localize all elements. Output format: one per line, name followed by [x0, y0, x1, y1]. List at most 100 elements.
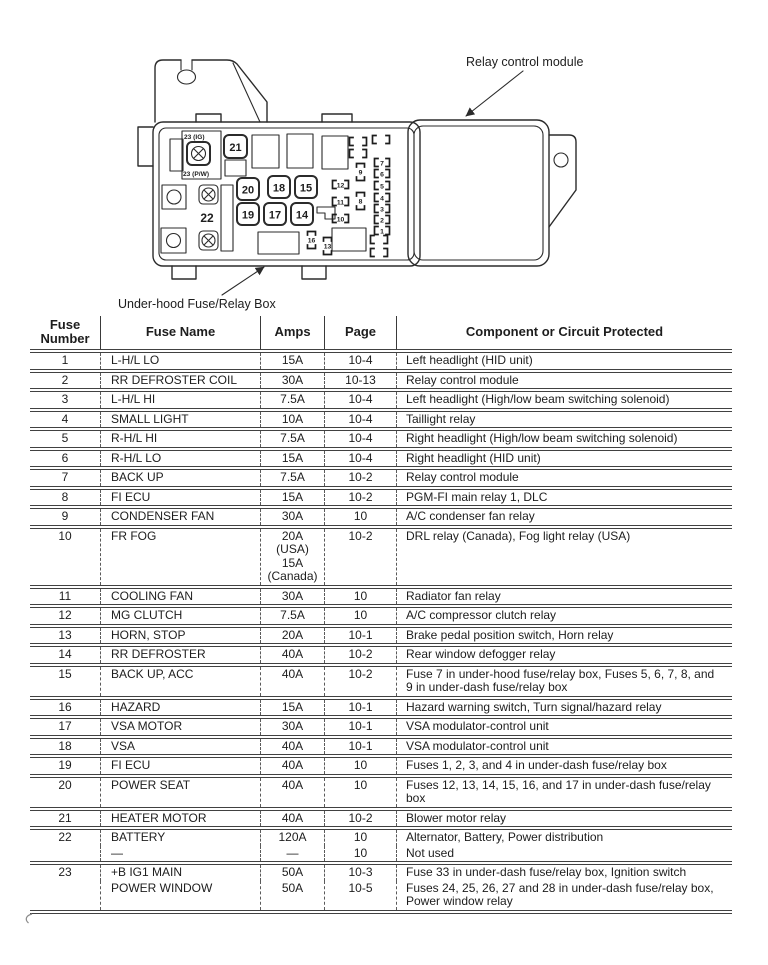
- cell-fuse-name: +B IG1 MAIN: [100, 865, 260, 881]
- svg-text:18: 18: [273, 183, 285, 195]
- table-row: 14 RR DEFROSTER 40A 10-2 Rear window def…: [30, 643, 732, 663]
- cell-fuse-name: FI ECU: [100, 489, 260, 505]
- cell-component: Brake pedal position switch, Horn relay: [396, 627, 732, 643]
- cell-component: Left headlight (High/low beam switching …: [396, 392, 732, 408]
- svg-text:9: 9: [359, 170, 363, 177]
- cell-page: 10: [324, 845, 396, 861]
- table-row: 8 FI ECU 15A 10-2 PGM-FI main relay 1, D…: [30, 485, 732, 505]
- cell-fuse-number: 9: [61, 509, 69, 523]
- cell-fuse-number: 5: [61, 431, 69, 445]
- table-row: 19 FI ECU 40A 10 Fuses 1, 2, 3, and 4 in…: [30, 754, 732, 774]
- fuse-table-body: 1 L-H/L LO 15A 10-4 Left headlight (HID …: [30, 349, 732, 910]
- cell-component: Rear window defogger relay: [396, 647, 732, 663]
- table-row: POWER WINDOW 50A 10-5 Fuses 24, 25, 26, …: [30, 880, 732, 910]
- cell-amps: 15A: [260, 353, 324, 369]
- cell-component: Not used: [396, 845, 732, 861]
- fuse-8: 8: [355, 191, 366, 211]
- fuse-table-header: Fuse Number Fuse Name Amps Page Componen…: [30, 316, 732, 349]
- cell-component: Fuse 33 in under-dash fuse/relay box, Ig…: [396, 865, 732, 881]
- svg-text:16: 16: [308, 238, 316, 245]
- cell-page: 10-2: [324, 810, 396, 826]
- table-row: 2 RR DEFROSTER COIL 30A 10-13 Relay cont…: [30, 368, 732, 388]
- cell-page: 10-4: [324, 392, 396, 408]
- cell-amps: 30A: [260, 509, 324, 525]
- fuse-20: 20: [236, 177, 260, 201]
- svg-text:5: 5: [380, 183, 384, 190]
- fuse-18: 18: [267, 175, 291, 199]
- header-page: Page: [324, 316, 396, 349]
- cell-amps: 20A (USA) 15A (Canada): [260, 528, 324, 585]
- table-row: 6 R-H/L LO 15A 10-4 Right headlight (HID…: [30, 446, 732, 466]
- cell-page: 10: [324, 777, 396, 807]
- cell-fuse-number: 10: [58, 528, 72, 543]
- cell-amps: 50A: [260, 880, 324, 910]
- fuse-10: 10: [331, 213, 350, 223]
- cell-fuse-number: 7: [61, 470, 69, 484]
- cell-page: 10: [324, 830, 396, 846]
- svg-text:2: 2: [380, 217, 384, 224]
- cell-component: Fuses 24, 25, 26, 27 and 28 in under-das…: [396, 880, 732, 910]
- cell-fuse-name: BATTERY: [100, 830, 260, 846]
- cell-fuse-name: L-H/L HI: [100, 392, 260, 408]
- cell-fuse-number: 2: [61, 372, 69, 387]
- cell-page: 10-1: [324, 738, 396, 754]
- svg-text:6: 6: [380, 171, 384, 178]
- fuse-13: 13: [322, 236, 333, 256]
- svg-text:4: 4: [380, 195, 384, 202]
- cell-fuse-number: 6: [61, 450, 69, 465]
- cell-fuse-name: R-H/L LO: [100, 450, 260, 466]
- cell-component: Blower motor relay: [396, 810, 732, 826]
- fuse-9: 9: [355, 162, 366, 182]
- table-row: 10 FR FOG 20A (USA) 15A (Canada) 10-2 DR…: [30, 524, 732, 585]
- cell-page: 10-4: [324, 411, 396, 427]
- cell-fuse-name: CONDENSER FAN: [100, 509, 260, 525]
- table-row: 12 MG CLUTCH 7.5A 10 A/C compressor clut…: [30, 604, 732, 624]
- fuse-1: 1: [373, 225, 391, 235]
- fuse-4: 4: [373, 192, 391, 202]
- cell-fuse-number: 8: [61, 489, 69, 504]
- cell-fuse-name: RR DEFROSTER: [100, 647, 260, 663]
- cell-amps: 50A: [260, 865, 324, 881]
- fuse-15: 15: [294, 175, 318, 199]
- fuse-box-diagram: 23 (IG) 23 (P/W) 21 20 18 15 19 17 14: [0, 0, 768, 312]
- cell-amps: 30A: [260, 372, 324, 388]
- cell-amps: 10A: [260, 411, 324, 427]
- svg-text:20: 20: [242, 185, 254, 197]
- cell-fuse-name: POWER WINDOW: [100, 880, 260, 910]
- cell-component: Radiator fan relay: [396, 588, 732, 604]
- cell-amps: 40A: [260, 666, 324, 696]
- svg-text:11: 11: [337, 199, 344, 206]
- fuse-19: 19: [236, 202, 260, 226]
- cell-fuse-number: 4: [61, 411, 69, 426]
- cell-amps: —: [260, 845, 324, 861]
- bolt-22-assembly: 22: [198, 184, 234, 252]
- fuse-21: 21: [223, 134, 248, 177]
- cell-component: Fuse 7 in under-hood fuse/relay box, Fus…: [396, 666, 732, 696]
- cell-fuse-name: VSA MOTOR: [100, 719, 260, 735]
- cell-amps: 15A: [260, 699, 324, 715]
- table-row: 1 L-H/L LO 15A 10-4 Left headlight (HID …: [30, 349, 732, 369]
- bolt-23-block: 23 (IG) 23 (P/W): [169, 130, 222, 180]
- cell-amps: 40A: [260, 777, 324, 807]
- header-component: Component or Circuit Protected: [396, 316, 732, 349]
- cell-fuse-name: HAZARD: [100, 699, 260, 715]
- svg-text:8: 8: [359, 199, 363, 206]
- mounting-holes: [160, 184, 187, 254]
- table-row: 9 CONDENSER FAN 30A 10 A/C condenser fan…: [30, 505, 732, 525]
- cell-page: 10-5: [324, 880, 396, 910]
- fuse-box-label: Under-hood Fuse/Relay Box: [118, 297, 276, 311]
- cell-fuse-name: COOLING FAN: [100, 588, 260, 604]
- table-row: 23 +B IG1 MAIN 50A 10-3 Fuse 33 in under…: [30, 861, 732, 881]
- cell-fuse-name: R-H/L HI: [100, 431, 260, 447]
- cell-page: 10: [324, 509, 396, 525]
- cell-fuse-number: 11: [58, 588, 72, 603]
- fuse-7: 7: [373, 157, 391, 167]
- bolt-hole: [553, 152, 569, 168]
- cell-page: 10-1: [324, 719, 396, 735]
- svg-text:13: 13: [324, 244, 332, 251]
- cell-component: PGM-FI main relay 1, DLC: [396, 489, 732, 505]
- table-row: 22 BATTERY 120A 10 Alternator, Battery, …: [30, 826, 732, 846]
- cell-fuse-name: —: [100, 845, 260, 861]
- cell-amps: 40A: [260, 810, 324, 826]
- fuse-12: 12: [331, 179, 350, 189]
